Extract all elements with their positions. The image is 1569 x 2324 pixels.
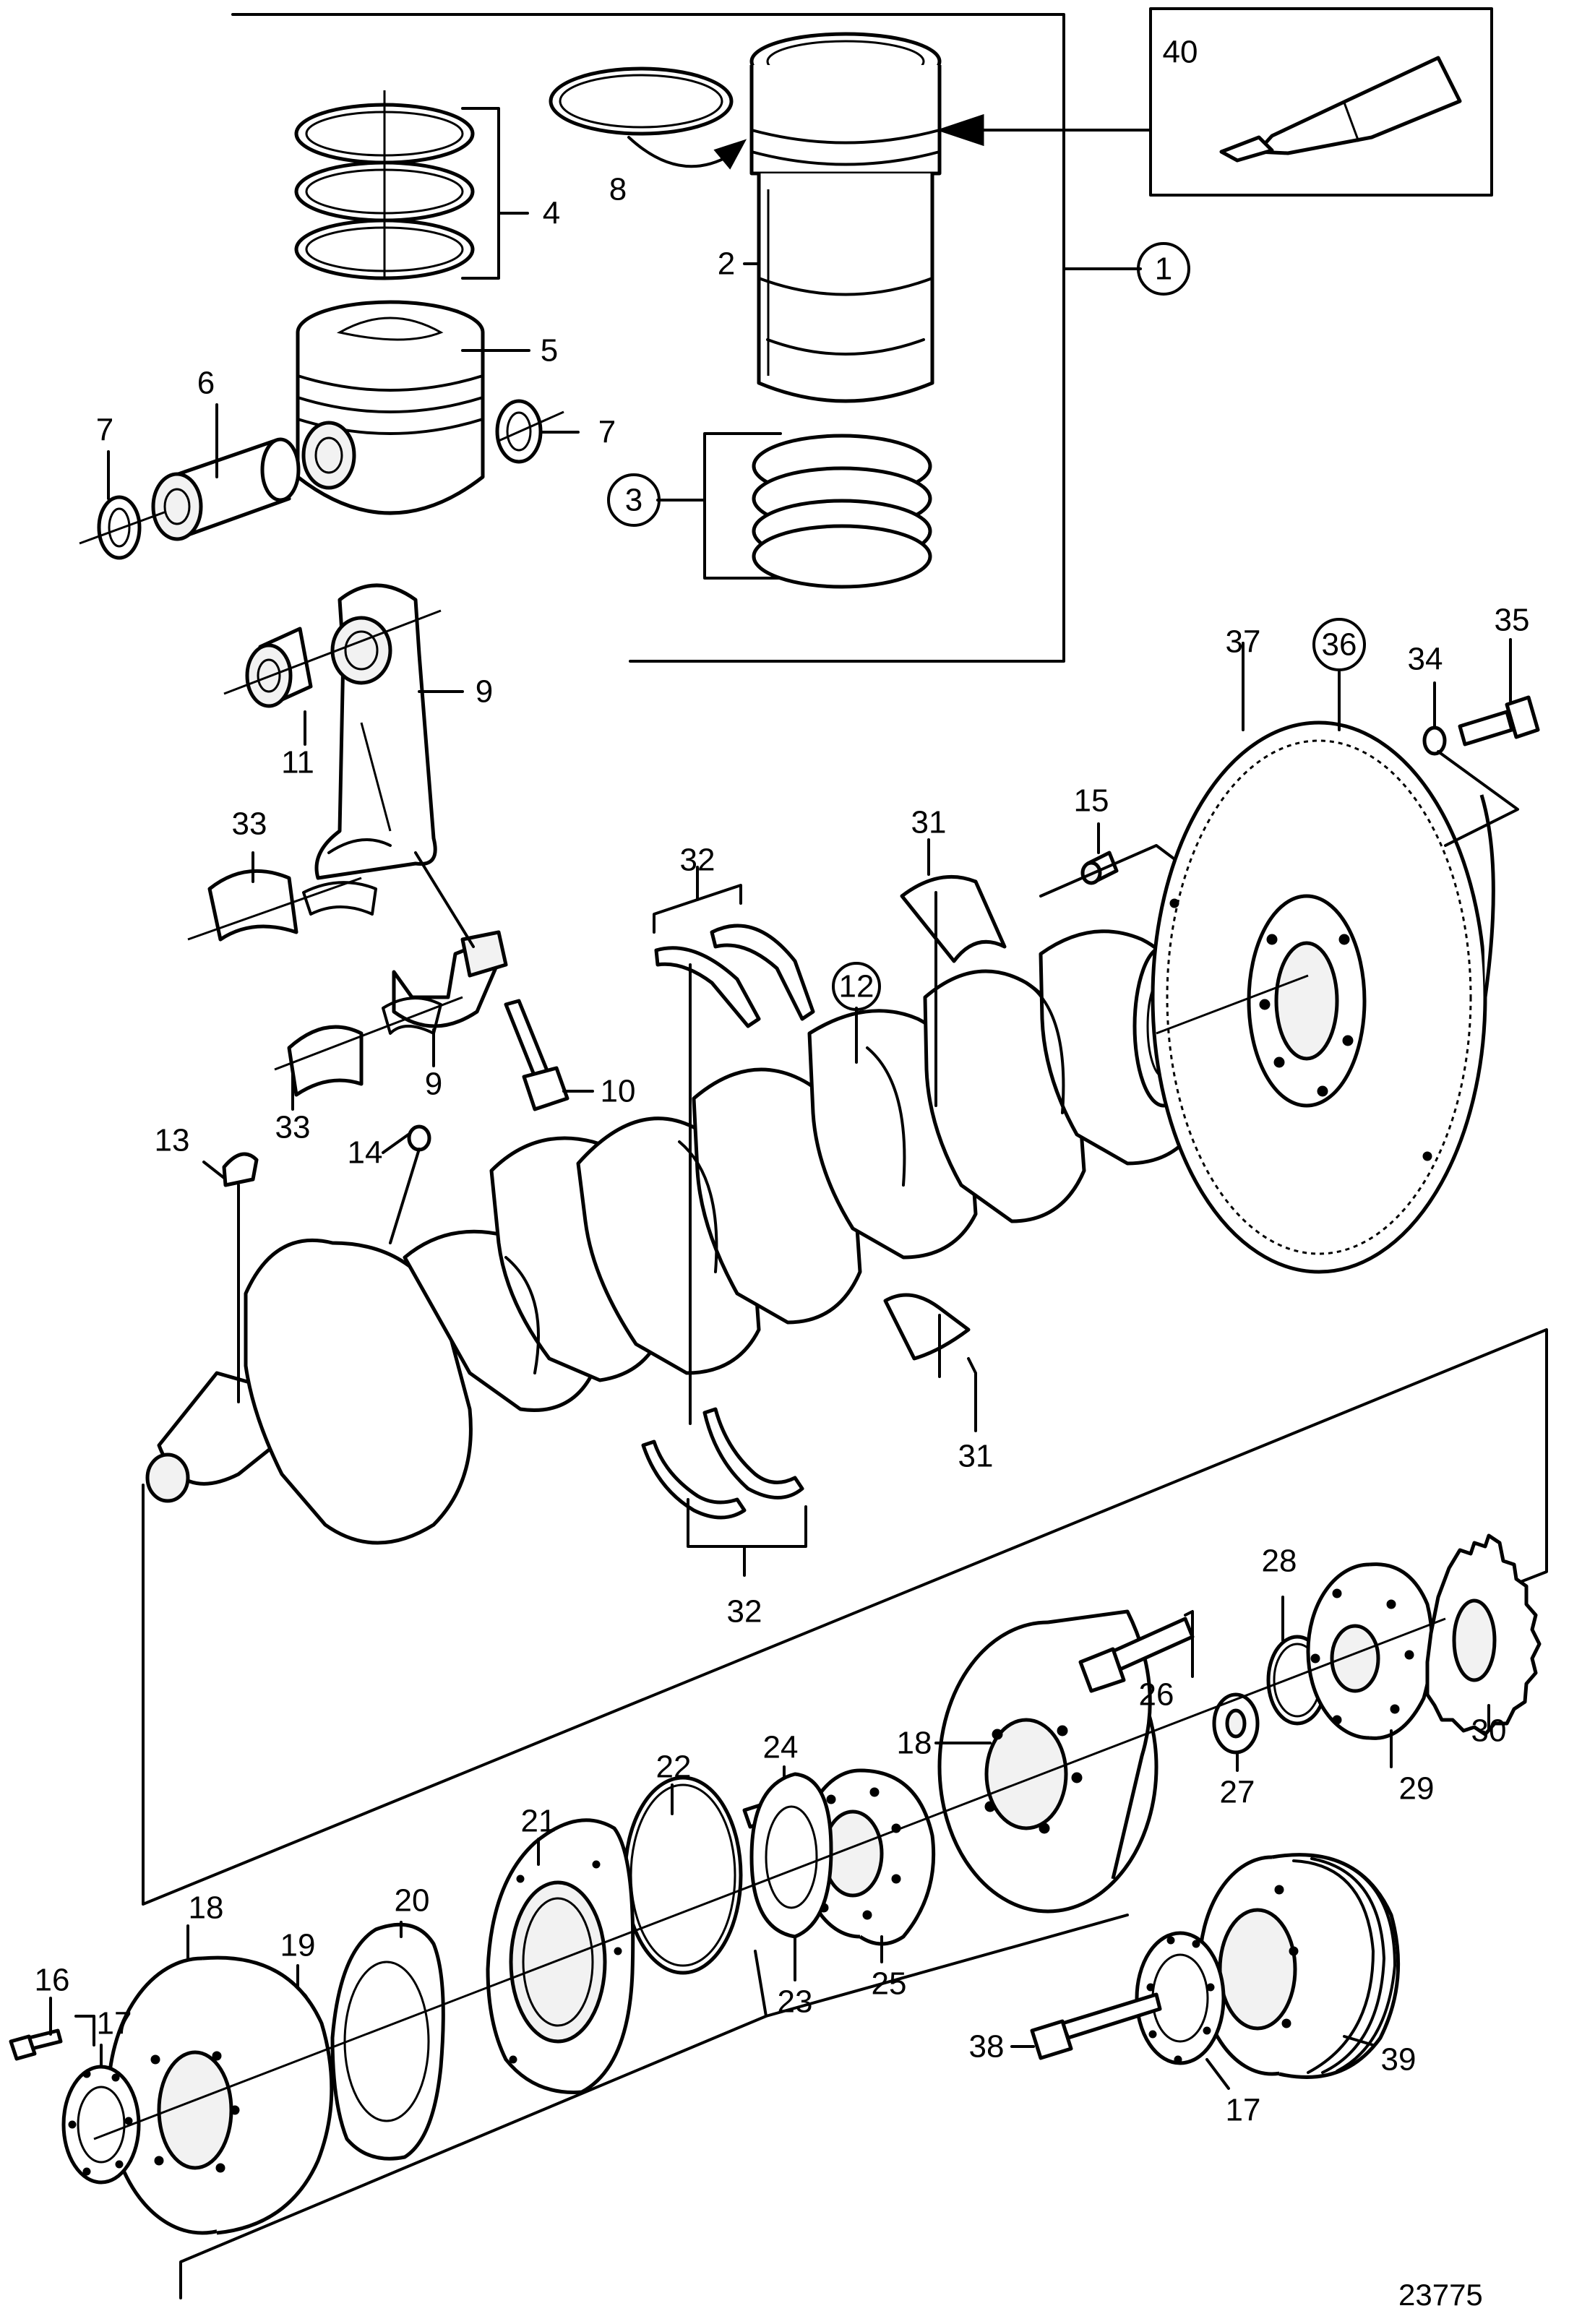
oil-plug bbox=[407, 1124, 431, 1152]
callout-5: 5 bbox=[541, 333, 558, 369]
callout-2: 2 bbox=[718, 246, 735, 282]
thrust-washer-27 bbox=[1212, 1692, 1260, 1755]
callout-7a: 7 bbox=[96, 413, 113, 448]
callout-circle-12 bbox=[832, 962, 881, 1011]
callout-39: 39 bbox=[1381, 2042, 1417, 2078]
rod-bearing-shell-upper bbox=[187, 869, 377, 942]
crankshaft bbox=[145, 929, 1202, 1545]
callout-11: 11 bbox=[281, 745, 314, 780]
main-bearing-shell-upper bbox=[900, 874, 1007, 963]
liner-seal-rings bbox=[752, 434, 932, 589]
hub-bolt bbox=[9, 2028, 63, 2061]
callout-19: 19 bbox=[280, 1928, 316, 1963]
callout-circle-1 bbox=[1137, 242, 1190, 296]
callout-6: 6 bbox=[197, 366, 215, 401]
small-end-bushing bbox=[223, 609, 442, 708]
callout-32b: 32 bbox=[727, 1594, 762, 1630]
callout-13: 13 bbox=[155, 1123, 190, 1158]
crankshaft-gear bbox=[1425, 1533, 1542, 1736]
callout-33b: 33 bbox=[275, 1110, 311, 1145]
crankshaft-pulley bbox=[1198, 1853, 1401, 2079]
callout-3: 3 bbox=[625, 483, 642, 518]
callout-12: 12 bbox=[839, 969, 874, 1004]
callout-38: 38 bbox=[969, 2029, 1005, 2065]
connecting-rod bbox=[314, 583, 437, 880]
kit-bracket-damper bbox=[142, 1328, 1548, 1906]
callout-36: 36 bbox=[1322, 627, 1357, 663]
piston bbox=[296, 300, 485, 515]
callout-21: 21 bbox=[521, 1804, 556, 1839]
callout-labels: 40 1 2 3 4 5 6 7 7 8 9 9 10 11 12 13 14 … bbox=[35, 35, 1530, 2312]
callout-10: 10 bbox=[601, 1074, 636, 1109]
callout-20: 20 bbox=[395, 1883, 430, 1919]
pulley-bolt bbox=[1030, 1992, 1162, 2060]
o-ring-arrow bbox=[627, 136, 731, 168]
kit-bracket-liner bbox=[231, 13, 1065, 663]
callout-17b: 17 bbox=[1226, 2093, 1261, 2128]
gasket bbox=[330, 1922, 445, 2161]
callout-15: 15 bbox=[1074, 783, 1109, 819]
damper-hub-front bbox=[106, 1955, 334, 2235]
thrust-washers-lower bbox=[641, 1407, 804, 1520]
callout-30: 30 bbox=[1471, 1713, 1507, 1749]
rod-bearing-shell-lower bbox=[274, 996, 463, 1097]
callout-16: 16 bbox=[35, 1963, 70, 1998]
rod-bolt bbox=[504, 999, 569, 1111]
liner-o-ring bbox=[549, 66, 734, 136]
adapter-plate-23 bbox=[749, 1772, 833, 1939]
adapter-flange bbox=[1306, 1562, 1434, 1740]
flywheel bbox=[1151, 720, 1495, 1274]
woodruff-key bbox=[222, 1152, 259, 1187]
callout-9b: 9 bbox=[425, 1067, 442, 1102]
o-ring-22 bbox=[623, 1776, 743, 1975]
callout-circle-36 bbox=[1312, 618, 1366, 671]
thrust-washers-upper bbox=[654, 924, 815, 1028]
callout-14: 14 bbox=[348, 1135, 383, 1171]
callout-37: 37 bbox=[1226, 624, 1261, 660]
callout-32a: 32 bbox=[680, 843, 715, 878]
flywheel-washer bbox=[1422, 726, 1447, 756]
connecting-rod-cap bbox=[392, 930, 508, 1028]
flywheel-bolt bbox=[1458, 695, 1540, 746]
callout-1: 1 bbox=[1155, 251, 1172, 287]
callout-17a: 17 bbox=[97, 2006, 132, 2041]
callout-29: 29 bbox=[1399, 1771, 1435, 1807]
sealant-box bbox=[1149, 7, 1493, 197]
sealant-tube-icon bbox=[1219, 56, 1462, 163]
figure-reference-number: 23775 bbox=[1398, 2278, 1483, 2312]
callout-25: 25 bbox=[872, 1966, 907, 2002]
cylinder-liner bbox=[749, 32, 942, 403]
callout-35: 35 bbox=[1495, 603, 1530, 638]
main-bearing-shell-lower bbox=[883, 1293, 971, 1361]
callout-31b: 31 bbox=[958, 1439, 994, 1474]
callout-18a: 18 bbox=[897, 1726, 932, 1761]
callout-40: 40 bbox=[1163, 35, 1198, 70]
callout-34: 34 bbox=[1408, 642, 1443, 677]
callout-24: 24 bbox=[763, 1730, 799, 1765]
spacer-plate-left bbox=[61, 2065, 141, 2185]
cover-plate bbox=[486, 1818, 635, 2094]
callout-circle-3 bbox=[607, 473, 661, 527]
spacer-plate-right bbox=[1135, 1931, 1226, 2065]
callout-7b: 7 bbox=[598, 415, 616, 450]
callout-31a: 31 bbox=[911, 805, 947, 840]
callout-22: 22 bbox=[656, 1750, 692, 1785]
callout-28: 28 bbox=[1262, 1544, 1297, 1579]
callout-18b: 18 bbox=[189, 1890, 224, 1926]
callout-23: 23 bbox=[778, 1984, 813, 2020]
callout-26: 26 bbox=[1139, 1677, 1174, 1713]
piston-ring-set bbox=[294, 90, 475, 280]
callout-8: 8 bbox=[609, 172, 627, 207]
callout-33a: 33 bbox=[232, 806, 267, 842]
callout-4: 4 bbox=[543, 196, 560, 231]
callout-9a: 9 bbox=[476, 674, 493, 710]
piston-pin bbox=[151, 437, 301, 541]
dowel-pin bbox=[1080, 851, 1119, 885]
damper-bolt-large bbox=[1078, 1617, 1195, 1693]
circlip-left bbox=[79, 495, 167, 560]
callout-27: 27 bbox=[1220, 1775, 1255, 1810]
assembly-axis bbox=[93, 1617, 1446, 2140]
